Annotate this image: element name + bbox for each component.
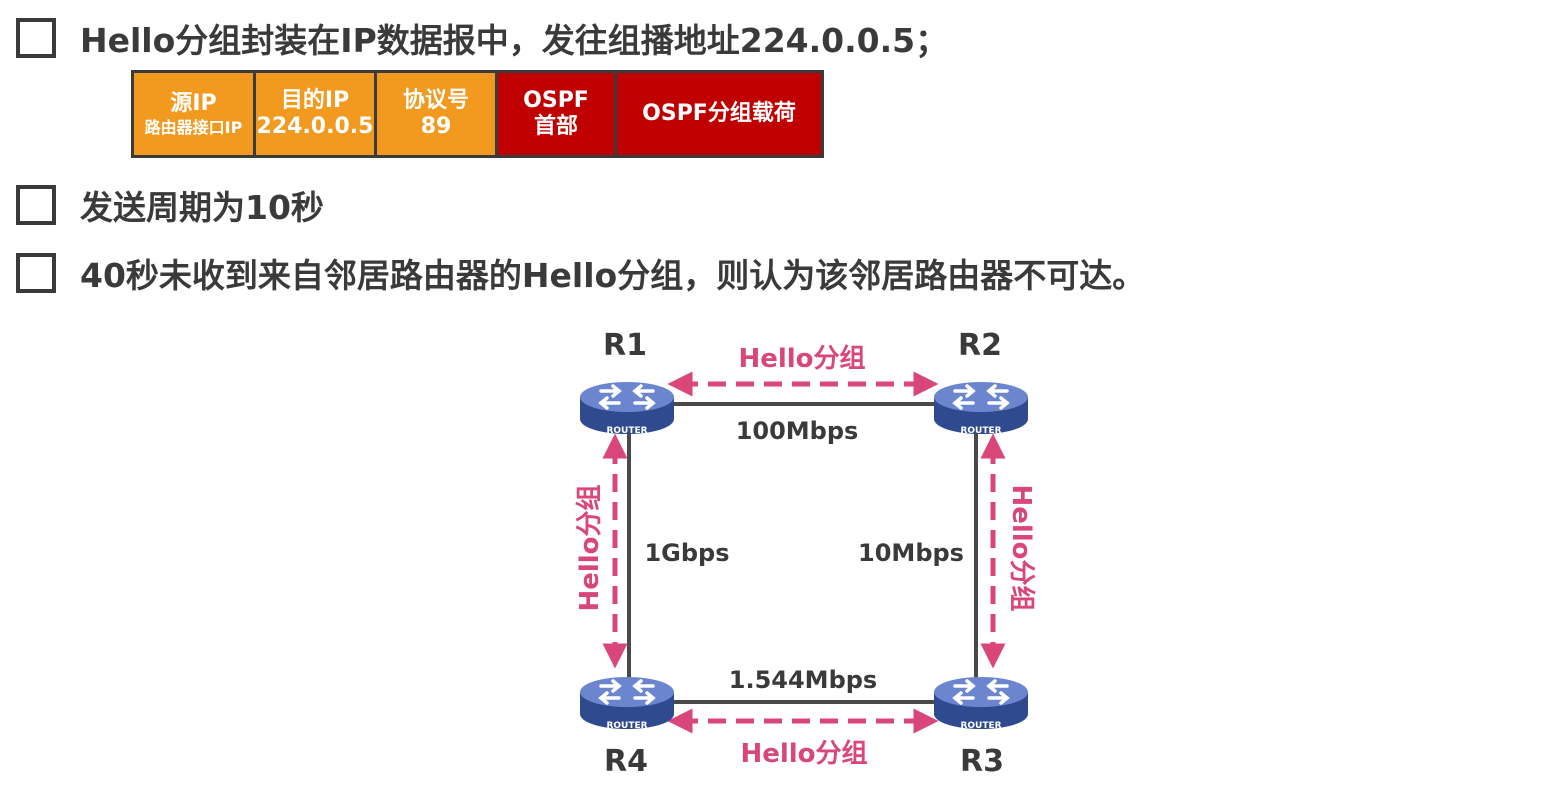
bullet-text-1: Hello分组封装在IP数据报中，发往组播地址224.0.0.5； bbox=[80, 21, 949, 60]
router-label-r1: R1 bbox=[603, 328, 647, 363]
hello-label-bottom: Hello分组 bbox=[740, 738, 867, 769]
router-tag: ROUTER bbox=[960, 721, 1001, 731]
packet-field-ospf-payload: OSPF分组载荷 bbox=[617, 73, 821, 155]
hello-arrows bbox=[602, 371, 1006, 734]
bullet-row-3: 40秒未收到来自邻居路由器的Hello分组，则认为该邻居路由器不可达。 bbox=[16, 249, 1145, 297]
router-tag: ROUTER bbox=[606, 721, 647, 731]
packet-field-ospf-header: OSPF 首部 bbox=[498, 73, 617, 155]
packet-field-value: 路由器接口IP bbox=[144, 117, 243, 137]
packet-field-src-ip: 源IP 路由器接口IP bbox=[134, 73, 256, 155]
router-r3: ROUTER bbox=[932, 675, 1030, 731]
packet-field-value: 首部 bbox=[533, 114, 578, 139]
router-tag: ROUTER bbox=[960, 426, 1001, 436]
router-r4: ROUTER bbox=[578, 675, 676, 731]
packet-field-label: OSPF分组载荷 bbox=[642, 100, 796, 126]
links bbox=[625, 402, 980, 704]
bullet-text-2: 发送周期为10秒 bbox=[80, 188, 324, 227]
link-label-r1-r4: 1Gbps bbox=[644, 539, 729, 567]
packet-field-label: 目的IP bbox=[280, 87, 350, 113]
hello-label-top: Hello分组 bbox=[738, 343, 865, 374]
packet-field-value: 224.0.0.5 bbox=[256, 114, 374, 139]
packet-field-protocol: 协议号 89 bbox=[377, 73, 498, 155]
link-label-r2-r3: 10Mbps bbox=[858, 539, 964, 567]
packet-field-label: 源IP bbox=[170, 91, 217, 117]
router-r1: ROUTER bbox=[578, 380, 676, 436]
hello-label-right: Hello分组 bbox=[1006, 484, 1037, 611]
link-label-r4-r3: 1.544Mbps bbox=[729, 666, 877, 694]
bullet-row-1: Hello分组封装在IP数据报中，发往组播地址224.0.0.5； bbox=[16, 14, 948, 62]
packet-field-dst-ip: 目的IP 224.0.0.5 bbox=[256, 73, 377, 155]
hello-label-left: Hello分组 bbox=[574, 484, 605, 611]
packet-field-label: 协议号 bbox=[402, 87, 469, 113]
router-label-r3: R3 bbox=[960, 744, 1004, 779]
bullet-text-3: 40秒未收到来自邻居路由器的Hello分组，则认为该邻居路由器不可达。 bbox=[80, 256, 1146, 295]
bullet-row-2: 发送周期为10秒 bbox=[16, 181, 324, 229]
packet-field-value: 89 bbox=[420, 114, 452, 139]
router-r2: ROUTER bbox=[932, 380, 1030, 436]
checkbox-icon[interactable] bbox=[16, 18, 56, 58]
ip-packet-format: 源IP 路由器接口IP 目的IP 224.0.0.5 协议号 89 OSPF 首… bbox=[131, 70, 824, 158]
router-tag: ROUTER bbox=[606, 426, 647, 436]
router-label-r4: R4 bbox=[604, 744, 648, 779]
router-label-r2: R2 bbox=[958, 328, 1002, 363]
packet-field-label: OSPF bbox=[523, 87, 589, 113]
checkbox-icon[interactable] bbox=[16, 185, 56, 225]
checkbox-icon[interactable] bbox=[16, 253, 56, 293]
link-label-r1-r2: 100Mbps bbox=[736, 417, 859, 445]
